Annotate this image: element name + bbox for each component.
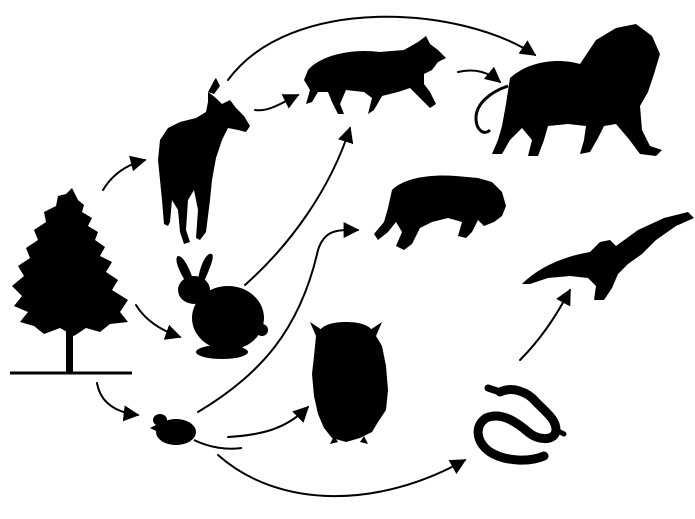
mouse-icon (150, 414, 242, 449)
arrow-tree-to-mouse (97, 383, 138, 415)
wolf-icon (304, 36, 446, 114)
arrow-mouse-to-owl (228, 407, 308, 437)
arrow-tree-to-goat (103, 160, 145, 190)
arrow-tree-to-rabbit (136, 305, 180, 337)
arrow-snake-to-eagle (520, 290, 570, 360)
eagle-icon (522, 212, 694, 300)
lion-icon (476, 24, 662, 156)
tiger-icon (374, 176, 506, 250)
arrow-rabbit-to-wolf (245, 128, 350, 285)
arrow-wolf-to-lion (458, 70, 500, 82)
tree-icon (10, 188, 132, 374)
goat-icon (158, 78, 250, 244)
owl-icon (310, 322, 388, 444)
snake-icon (478, 388, 564, 460)
arrow-mouse-to-snake (218, 455, 465, 496)
arrow-goat-to-wolf (255, 95, 298, 110)
rabbit-icon (176, 254, 268, 359)
